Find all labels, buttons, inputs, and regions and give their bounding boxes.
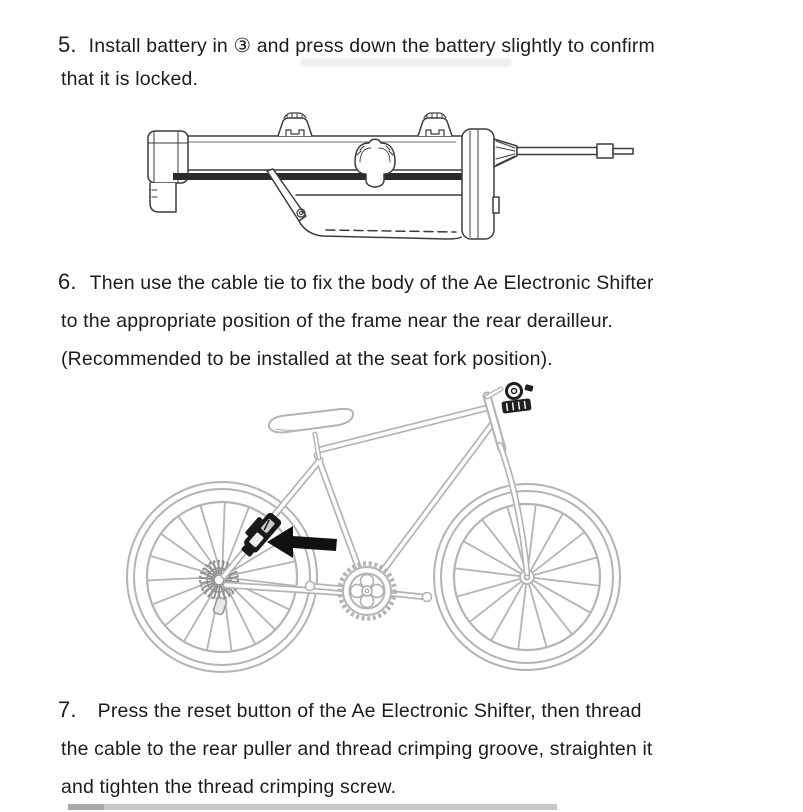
bottom-crop-artifact-dark (68, 804, 104, 810)
saddle (267, 407, 355, 434)
mount-clip (417, 112, 453, 137)
ae-shifter-device (241, 512, 282, 557)
cassette-sprocket (198, 559, 240, 616)
step-5-line-2: that it is locked. (61, 68, 199, 90)
front-wheel (433, 483, 621, 671)
cable-tip (612, 147, 634, 155)
bicycle-figure (103, 370, 663, 690)
step-7-line-2: the cable to the rear puller and thread … (61, 738, 653, 760)
reset-button (492, 196, 500, 214)
step-7-line-1: 7. Press the reset button of the Ae Elect… (58, 691, 778, 730)
shifter-battery-figure (124, 110, 646, 252)
keyhole-mount (354, 138, 396, 188)
cable-rod (516, 146, 598, 156)
step-5: 5. Install battery in ③ and press down th… (58, 28, 778, 96)
chainring-teeth (337, 561, 397, 621)
step-5-number: 5. (58, 32, 77, 57)
step-7-text-1: Press the reset button of the Ae Electro… (97, 700, 642, 722)
step-6-line-3: (Recommended to be installed at the seat… (61, 348, 553, 370)
tube-shadow-band (173, 173, 462, 180)
step-6-text-1: Then use the cable tie to fix the body o… (89, 272, 654, 294)
step-5-line-1: 5. Install battery in ③ and press down th… (58, 28, 778, 63)
handlebar-clamp-ring (505, 382, 523, 400)
step-7-number: 7. (58, 697, 77, 722)
step-7-line-3: and tighten the thread crimping screw. (61, 776, 397, 798)
shifter-control-tab (524, 384, 534, 392)
step-6-line-1: 6. Then use the cable tie to fix the body… (58, 263, 778, 302)
handlebar-assembly (484, 382, 534, 414)
cable-nut (493, 138, 518, 168)
step-5-text-1: Install battery in ③ and press down the … (88, 35, 655, 57)
step-6-line-2: to the appropriate position of the frame… (61, 310, 613, 332)
shifter-control-body (501, 398, 532, 414)
battery-compartment (266, 168, 463, 240)
shifter-battery-diagram (147, 112, 634, 240)
bicycle-diagram (126, 382, 621, 673)
rear-derailleur (212, 596, 228, 616)
step-6-number: 6. (58, 269, 77, 294)
indicator-arrow (267, 526, 337, 558)
step-7: 7. Press the reset button of the Ae Elect… (58, 691, 778, 806)
cable-connector (596, 143, 614, 159)
front-fork (496, 441, 531, 577)
crankset (304, 561, 433, 621)
bottom-crop-artifact (68, 804, 557, 810)
mount-clip (277, 112, 313, 137)
scan-ghost-artifact (300, 58, 512, 67)
step-6: 6. Then use the cable tie to fix the body… (58, 263, 778, 378)
